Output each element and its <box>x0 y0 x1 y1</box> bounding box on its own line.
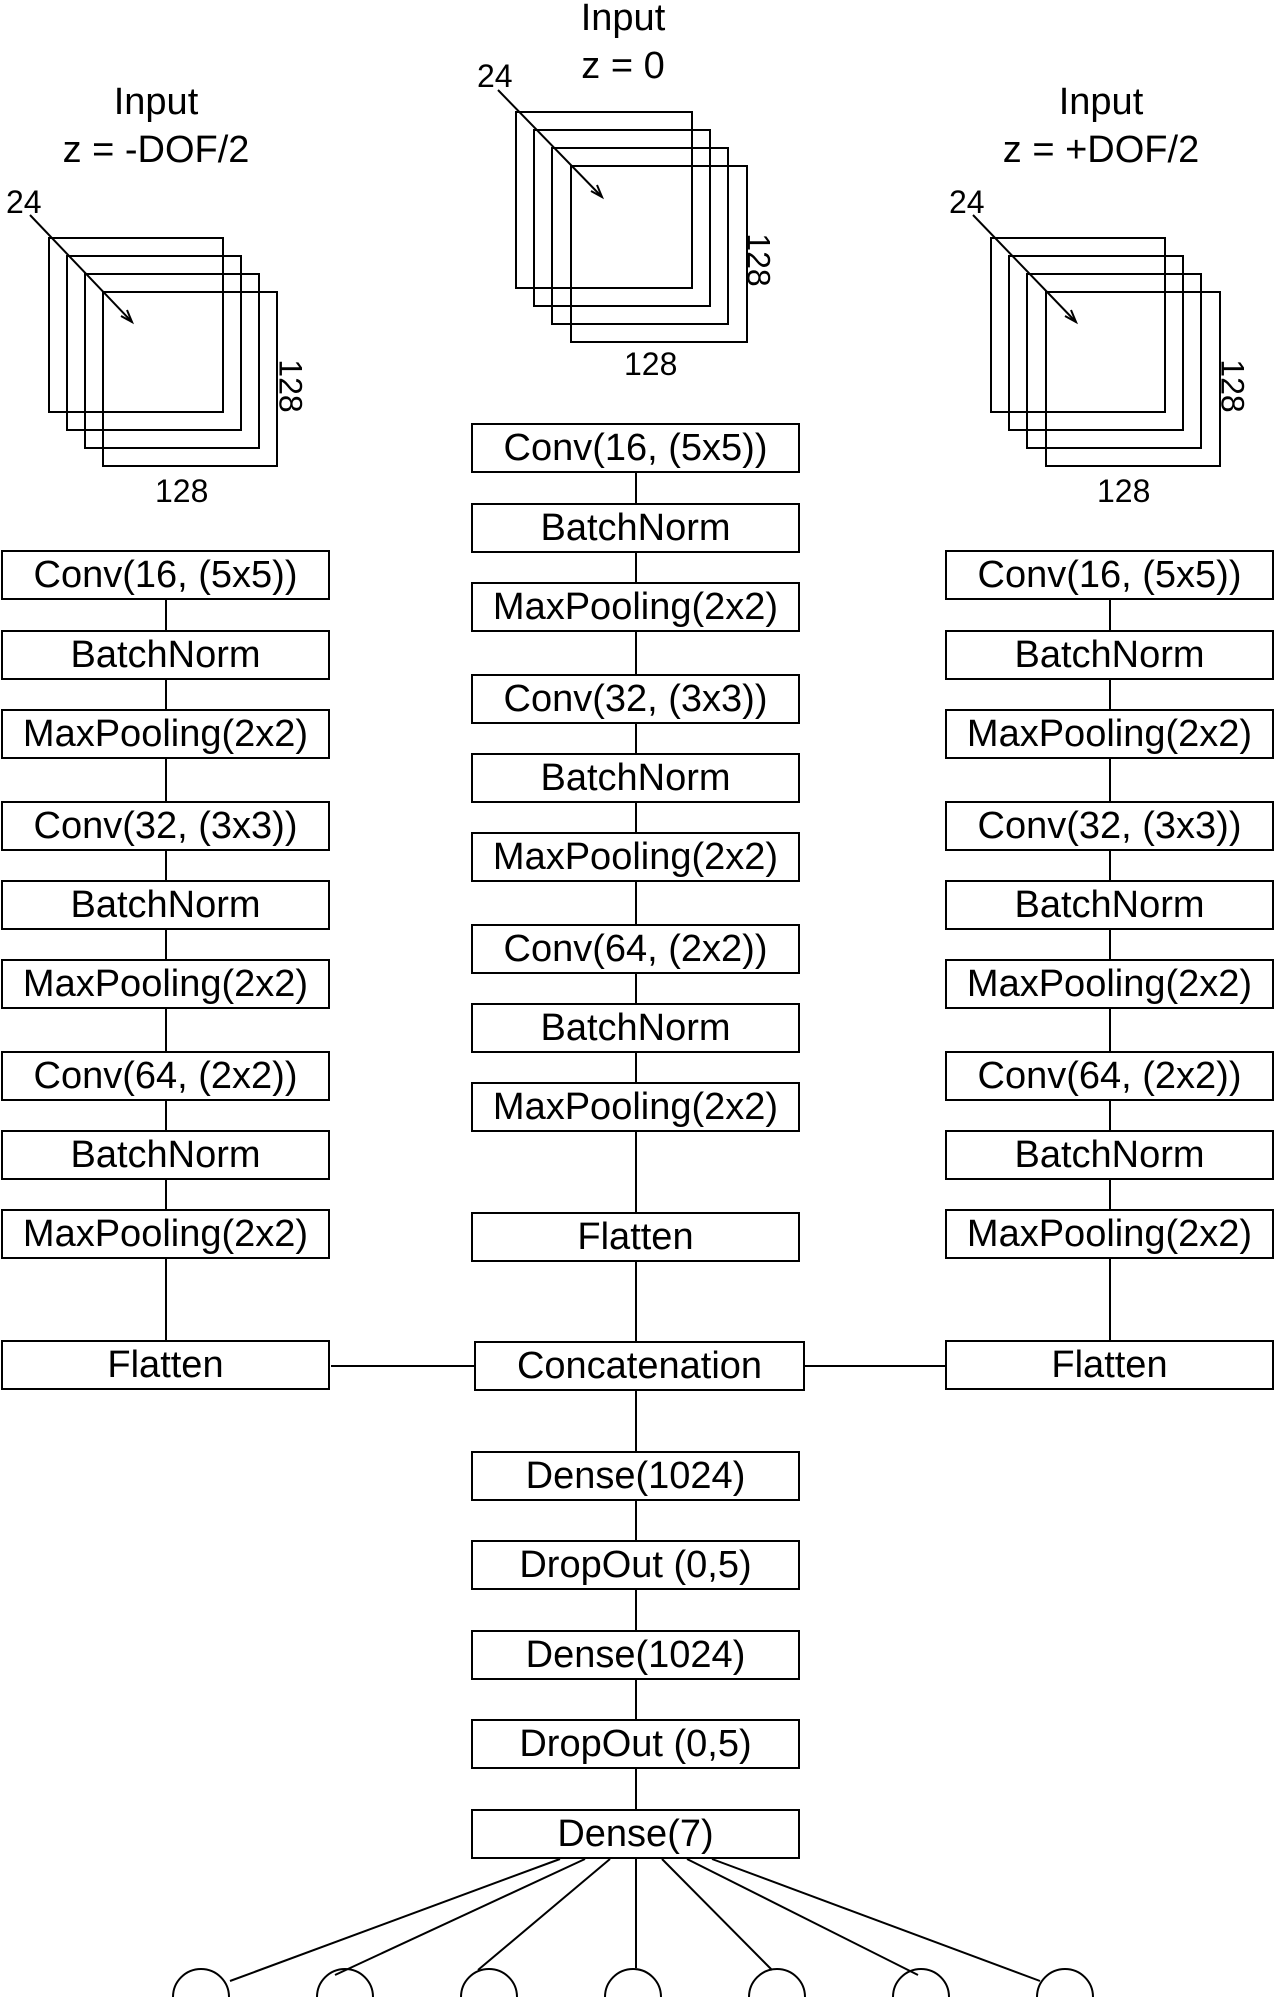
output-node <box>460 1968 518 1997</box>
width-label-center: 128 <box>624 346 678 382</box>
output-node <box>748 1968 806 1997</box>
input-subtitle-left: z = -DOF/2 <box>62 129 250 171</box>
input-title-right: Input z = +DOF/2 <box>951 78 1251 174</box>
left-conv2-layer: Conv(32, (3x3)) <box>1 801 330 851</box>
dense1-layer: Dense(1024) <box>471 1451 800 1501</box>
height-label-center: 128 <box>740 233 777 287</box>
height-label-right: 128 <box>1214 359 1251 413</box>
center-maxpool1-layer: MaxPooling(2x2) <box>471 582 800 632</box>
left-flatten-layer: Flatten <box>1 1340 330 1390</box>
center-maxpool3-layer: MaxPooling(2x2) <box>471 1082 800 1132</box>
height-label-left: 128 <box>272 359 309 413</box>
input-stack-right <box>972 214 1221 467</box>
left-batchnorm1-layer: BatchNorm <box>1 630 330 680</box>
center-flatten-layer: Flatten <box>471 1212 800 1262</box>
center-conv2-layer: Conv(32, (3x3)) <box>471 674 800 724</box>
right-batchnorm3-layer: BatchNorm <box>945 1130 1274 1180</box>
dense2-layer: Dense(1024) <box>471 1630 800 1680</box>
concatenation-layer: Concatenation <box>474 1341 805 1391</box>
width-label-left: 128 <box>155 473 209 509</box>
right-flatten-layer: Flatten <box>945 1340 1274 1390</box>
output-node <box>316 1968 374 1997</box>
input-stack-center <box>497 89 748 343</box>
left-batchnorm2-layer: BatchNorm <box>1 880 330 930</box>
dropout2-layer: DropOut (0,5) <box>471 1719 800 1769</box>
output-node <box>1036 1968 1094 1997</box>
input-subtitle-center: z = 0 <box>581 45 665 87</box>
center-conv1-layer: Conv(16, (5x5)) <box>471 423 800 473</box>
right-batchnorm2-layer: BatchNorm <box>945 880 1274 930</box>
dropout1-layer: DropOut (0,5) <box>471 1540 800 1590</box>
right-conv3-layer: Conv(64, (2x2)) <box>945 1051 1274 1101</box>
center-batchnorm1-layer: BatchNorm <box>471 503 800 553</box>
left-maxpool3-layer: MaxPooling(2x2) <box>1 1209 330 1259</box>
output-node <box>172 1968 230 1997</box>
center-maxpool2-layer: MaxPooling(2x2) <box>471 832 800 882</box>
right-maxpool3-layer: MaxPooling(2x2) <box>945 1209 1274 1259</box>
right-maxpool1-layer: MaxPooling(2x2) <box>945 709 1274 759</box>
center-batchnorm2-layer: BatchNorm <box>471 753 800 803</box>
output-node <box>604 1968 662 1997</box>
left-batchnorm3-layer: BatchNorm <box>1 1130 330 1180</box>
depth-label-left: 24 <box>6 184 42 220</box>
left-conv3-layer: Conv(64, (2x2)) <box>1 1051 330 1101</box>
input-title-center: Input z = 0 <box>473 0 773 90</box>
output-nodes <box>172 1968 1094 1997</box>
center-conv3-layer: Conv(64, (2x2)) <box>471 924 800 974</box>
left-conv1-layer: Conv(16, (5x5)) <box>1 550 330 600</box>
output-node <box>892 1968 950 1997</box>
right-batchnorm1-layer: BatchNorm <box>945 630 1274 680</box>
dense-output-layer: Dense(7) <box>471 1809 800 1859</box>
input-title-right-text: Input <box>1058 81 1144 123</box>
input-subtitle-right: z = +DOF/2 <box>1002 129 1200 171</box>
right-conv1-layer: Conv(16, (5x5)) <box>945 550 1274 600</box>
width-label-right: 128 <box>1097 473 1151 509</box>
depth-label-right: 24 <box>949 184 985 220</box>
input-stack-left <box>29 214 278 467</box>
output-fanout <box>229 1858 1041 1982</box>
left-maxpool2-layer: MaxPooling(2x2) <box>1 959 330 1009</box>
depth-label-center: 24 <box>477 58 513 94</box>
input-title-left: Input z = -DOF/2 <box>6 78 306 174</box>
right-conv2-layer: Conv(32, (3x3)) <box>945 801 1274 851</box>
input-title-center-text: Input <box>580 0 666 39</box>
center-batchnorm3-layer: BatchNorm <box>471 1003 800 1053</box>
left-maxpool1-layer: MaxPooling(2x2) <box>1 709 330 759</box>
right-maxpool2-layer: MaxPooling(2x2) <box>945 959 1274 1009</box>
input-title-left-text: Input <box>113 81 199 123</box>
